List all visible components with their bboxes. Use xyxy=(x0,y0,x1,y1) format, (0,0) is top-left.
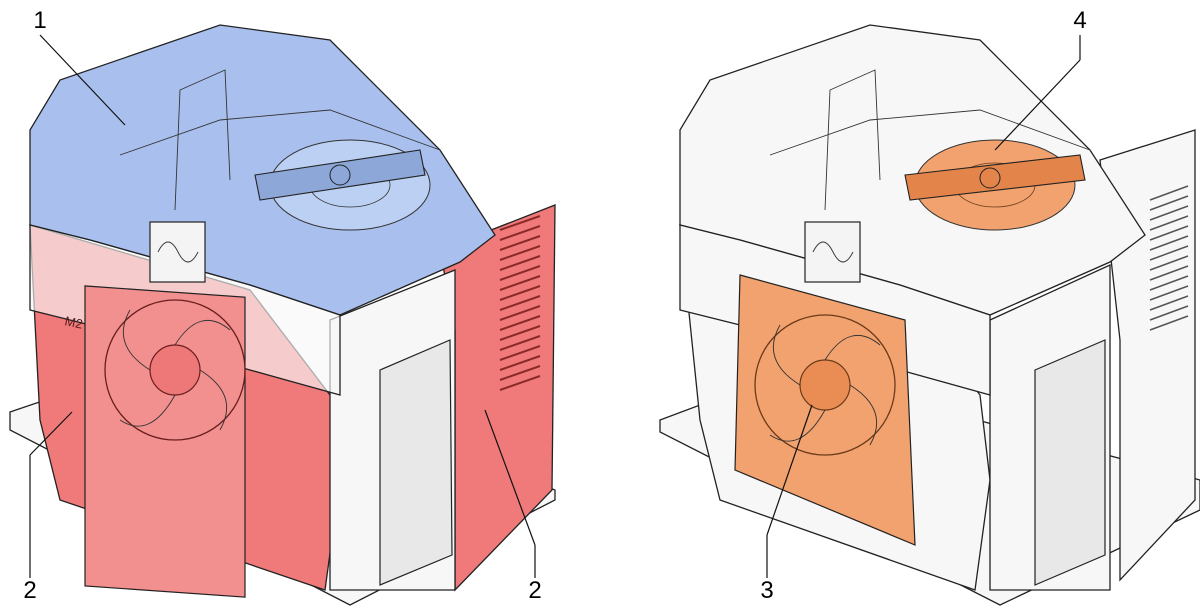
callout-label: 4 xyxy=(1073,7,1086,34)
vent-slots-left xyxy=(499,215,541,391)
display-window xyxy=(149,221,206,283)
leader-line xyxy=(766,404,813,536)
front-column-inset xyxy=(379,339,453,586)
leader-line xyxy=(29,411,73,456)
vent-slots-right xyxy=(1149,185,1189,331)
left-view: M2 xyxy=(9,24,556,606)
right-view xyxy=(659,24,1200,606)
leader-line xyxy=(39,34,126,126)
bracket xyxy=(254,149,426,201)
fan xyxy=(734,274,916,546)
callout-label: 2 xyxy=(528,577,541,604)
callouts: 1 2 2 3 4 xyxy=(23,7,1086,604)
callout-label: 1 xyxy=(33,7,46,34)
leader-line xyxy=(484,409,536,546)
callout-label: 2 xyxy=(23,577,36,604)
fan-left xyxy=(84,285,246,598)
callout-label: 3 xyxy=(760,577,773,604)
leader-line xyxy=(994,59,1081,151)
fan-top xyxy=(904,139,1086,231)
model-marking: M2 xyxy=(63,313,84,331)
front-column-inset-right xyxy=(1034,339,1106,586)
